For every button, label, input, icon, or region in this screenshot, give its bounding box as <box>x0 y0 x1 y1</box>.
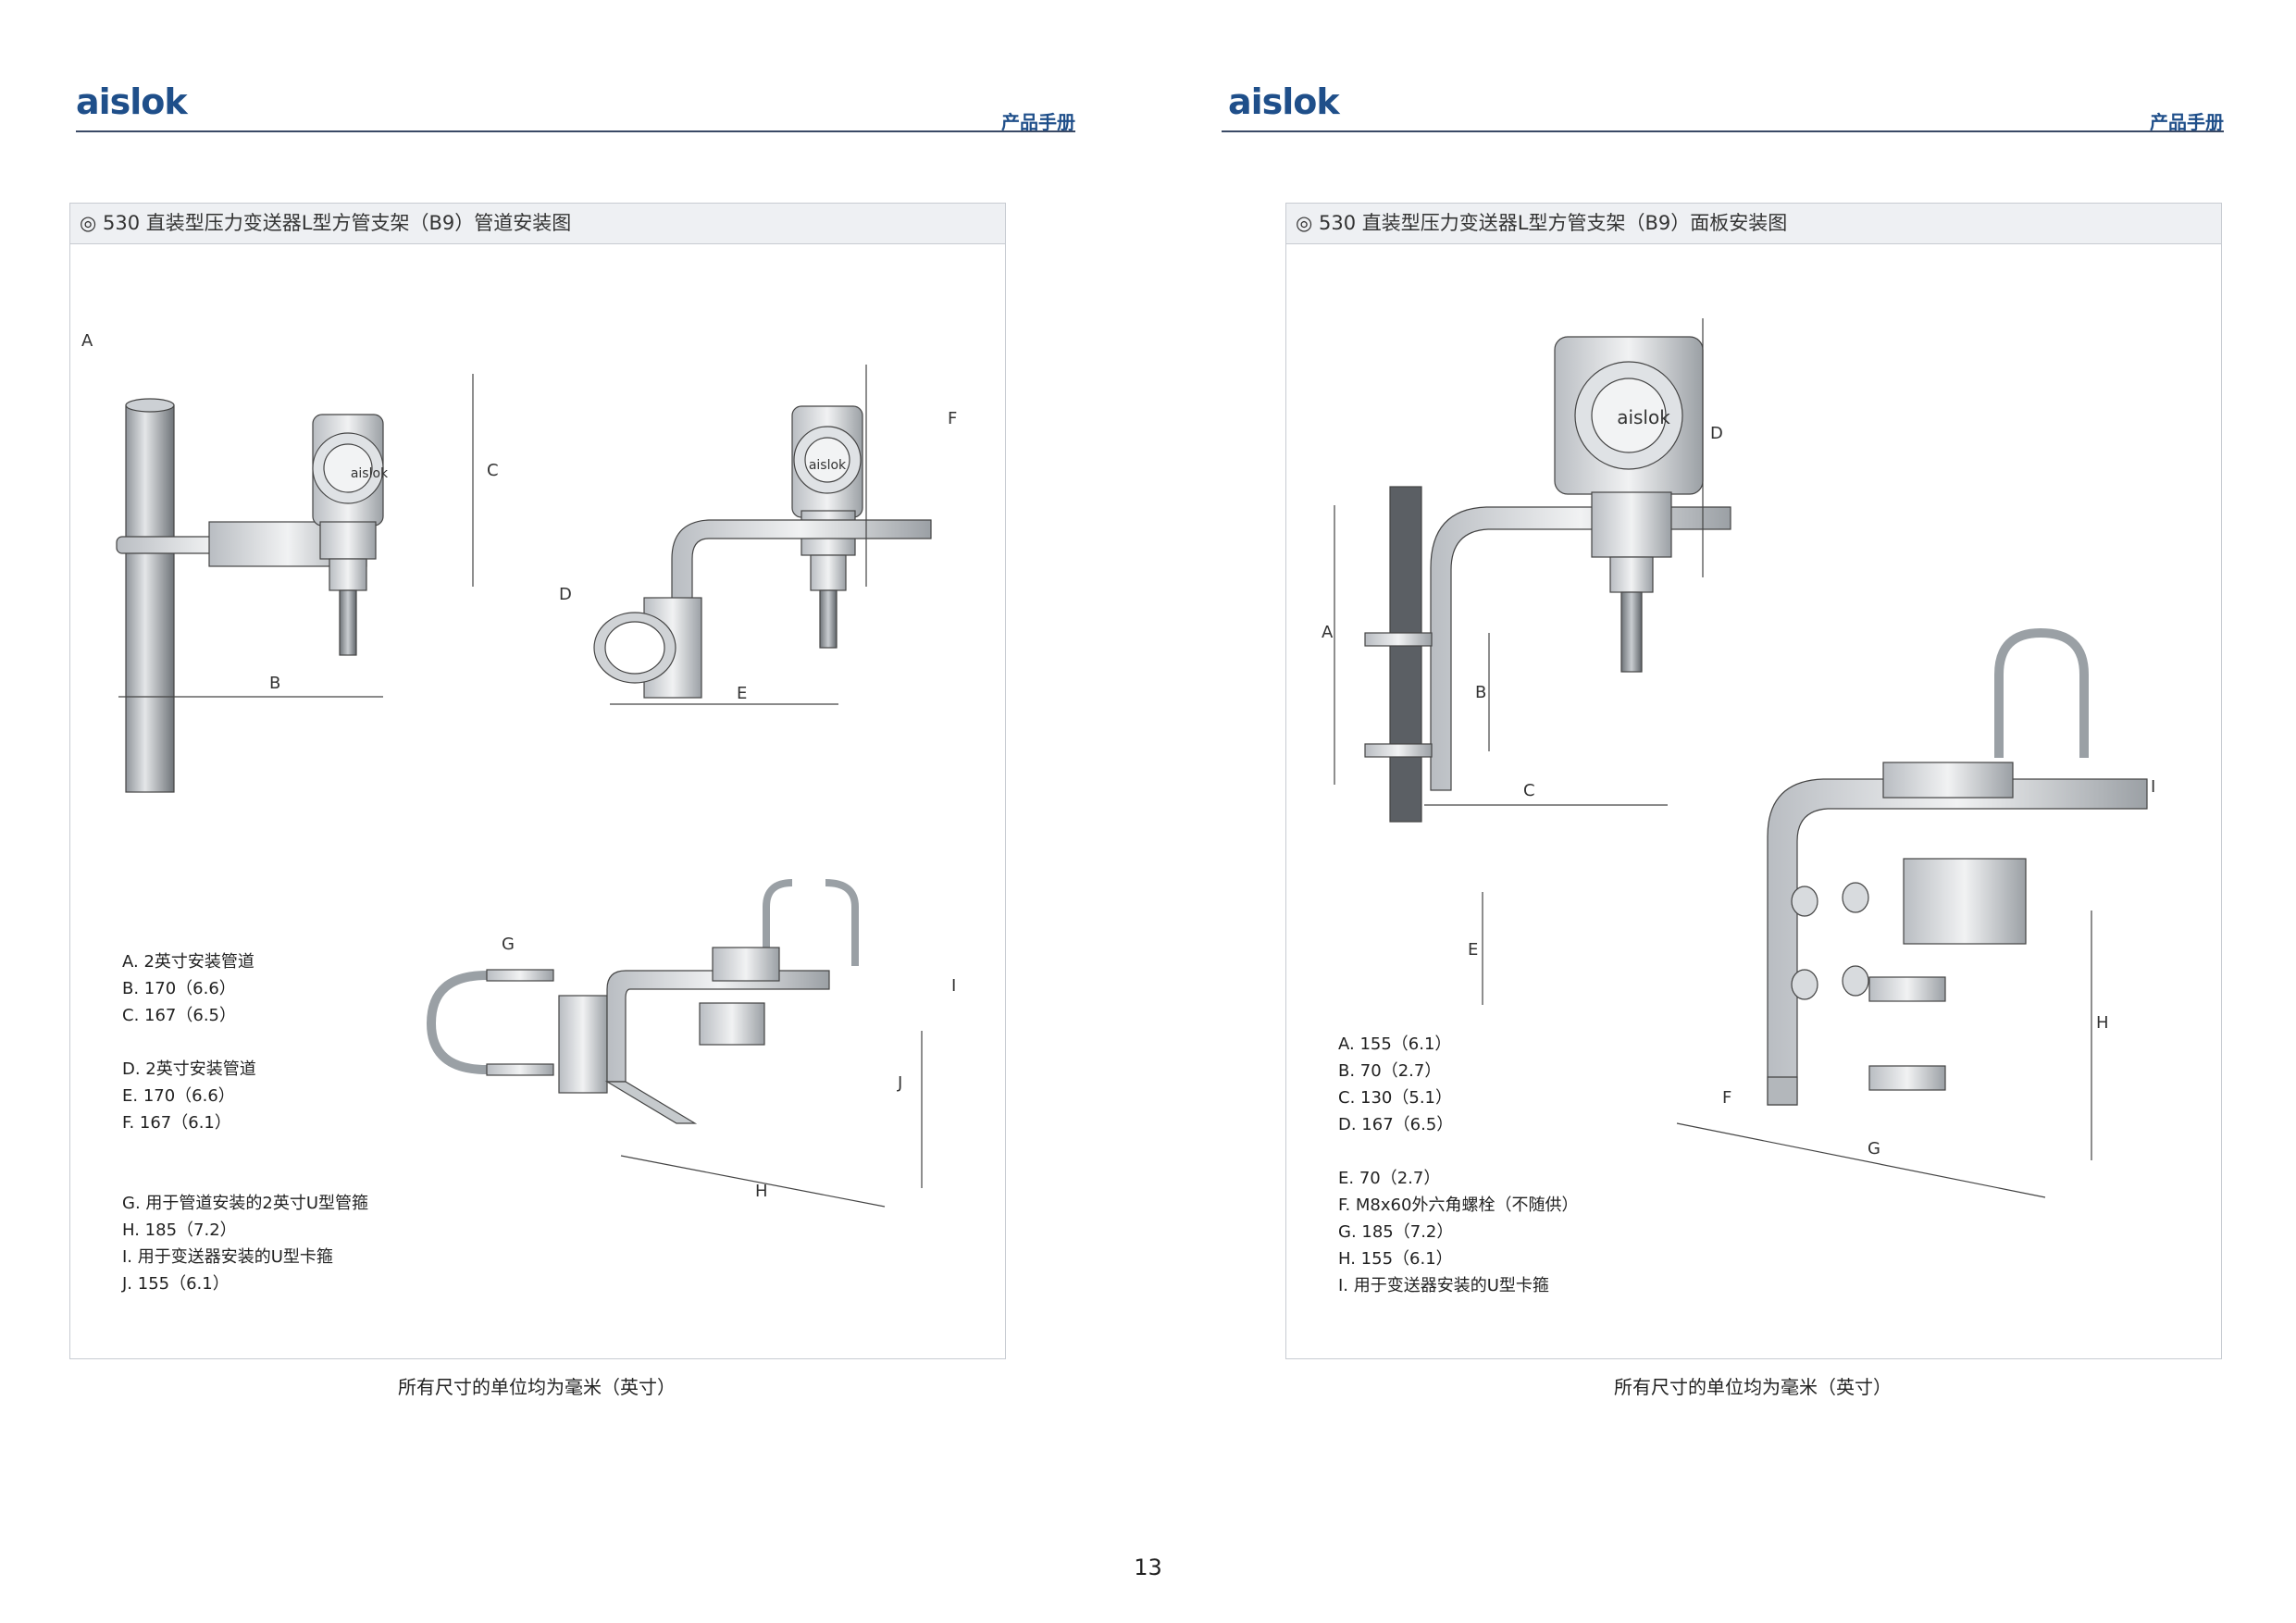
legend-item: C. 167（6.5） <box>122 1006 236 1025</box>
label-B: B <box>1475 683 1486 702</box>
legend-item: C. 130（5.1） <box>1338 1088 1452 1108</box>
legend-item: G. 用于管道安装的2英寸U型管箍 <box>122 1194 369 1213</box>
legend-item: J. 155（6.1） <box>122 1274 230 1294</box>
label-B: B <box>269 674 280 693</box>
legend-item: A. 2英寸安装管道 <box>122 952 254 972</box>
transmitter-badge: aislok <box>1617 406 1670 428</box>
transmitter-badge: aislok <box>351 466 389 481</box>
panel-mount-panel: ◎ 530 直装型压力变送器L型方管支架（B9）面板安装图 <box>1285 203 2222 1359</box>
legend-right: A. 155（6.1） B. 70（2.7） C. 130（5.1） D. 16… <box>1338 1031 1578 1299</box>
left-page: aislok 产品手册 ◎ 530 直装型压力变送器L型方管支架（B9）管道安装… <box>69 81 1075 1398</box>
label-A: A <box>1322 623 1334 642</box>
legend-item: F. 167（6.1） <box>122 1113 231 1133</box>
panel-title: ◎ 530 直装型压力变送器L型方管支架（B9）面板安装图 <box>1286 204 2221 244</box>
legend-item: I. 用于变送器安装的U型卡箍 <box>122 1247 333 1267</box>
label-E: E <box>737 684 747 703</box>
label-C: C <box>487 461 499 480</box>
label-H: H <box>2096 1013 2109 1033</box>
legend-item: A. 155（6.1） <box>1338 1035 1452 1054</box>
legend-item: H. 185（7.2） <box>122 1220 237 1240</box>
label-D: D <box>559 585 572 604</box>
pipe-mount-panel: ◎ 530 直装型压力变送器L型方管支架（B9）管道安装图 <box>69 203 1006 1359</box>
legend-item: H. 155（6.1） <box>1338 1249 1453 1269</box>
legend-item: B. 170（6.6） <box>122 979 236 998</box>
label-F: F <box>948 409 957 428</box>
label-H: H <box>755 1182 768 1201</box>
legend-item: G. 185（7.2） <box>1338 1222 1454 1242</box>
manual-label: 产品手册 <box>1001 111 1075 133</box>
units-footnote: 所有尺寸的单位均为毫米（英寸） <box>1614 1376 1892 1398</box>
label-C: C <box>1523 781 1535 800</box>
legend-item: I. 用于变送器安装的U型卡箍 <box>1338 1276 1549 1295</box>
label-D: D <box>1710 424 1723 443</box>
pipe-mount-drawing: aislok aislok A B C D E F G H I J <box>81 331 957 1208</box>
panel-title: ◎ 530 直装型压力变送器L型方管支架（B9）管道安装图 <box>70 204 1005 244</box>
legend-item: E. 70（2.7） <box>1338 1169 1441 1188</box>
label-A: A <box>81 331 93 351</box>
label-E: E <box>1468 940 1478 960</box>
label-G: G <box>1868 1139 1880 1158</box>
label-F: F <box>1722 1088 1731 1108</box>
page-number: 13 <box>1134 1555 1162 1580</box>
right-page: aislok 产品手册 ◎ 530 直装型压力变送器L型方管支架（B9）面板安装… <box>1148 0 2296 1623</box>
legend-item: E. 170（6.6） <box>122 1086 235 1106</box>
header-rule <box>76 130 1075 132</box>
legend-item: B. 70（2.7） <box>1338 1061 1442 1081</box>
header-rule <box>1222 130 2224 132</box>
panel-mount-drawing: aislok A B C D E F G H I <box>1322 318 2155 1198</box>
brand-logo: aislok <box>76 81 188 122</box>
label-G: G <box>502 935 515 954</box>
legend-left: A. 2英寸安装管道 B. 170（6.6） C. 167（6.5） D. 2英… <box>122 948 368 1297</box>
manual-label: 产品手册 <box>2150 111 2224 133</box>
legend-item: D. 167（6.5） <box>1338 1115 1454 1134</box>
label-J: J <box>897 1073 902 1093</box>
units-footnote: 所有尺寸的单位均为毫米（英寸） <box>398 1376 676 1398</box>
label-I: I <box>951 976 956 996</box>
legend-item: F. M8x60外六角螺栓（不随供） <box>1338 1196 1579 1215</box>
legend-item: D. 2英寸安装管道 <box>122 1059 256 1079</box>
label-I: I <box>2151 777 2155 797</box>
transmitter-badge: aislok <box>809 458 847 473</box>
brand-logo: aislok <box>1228 81 1340 122</box>
